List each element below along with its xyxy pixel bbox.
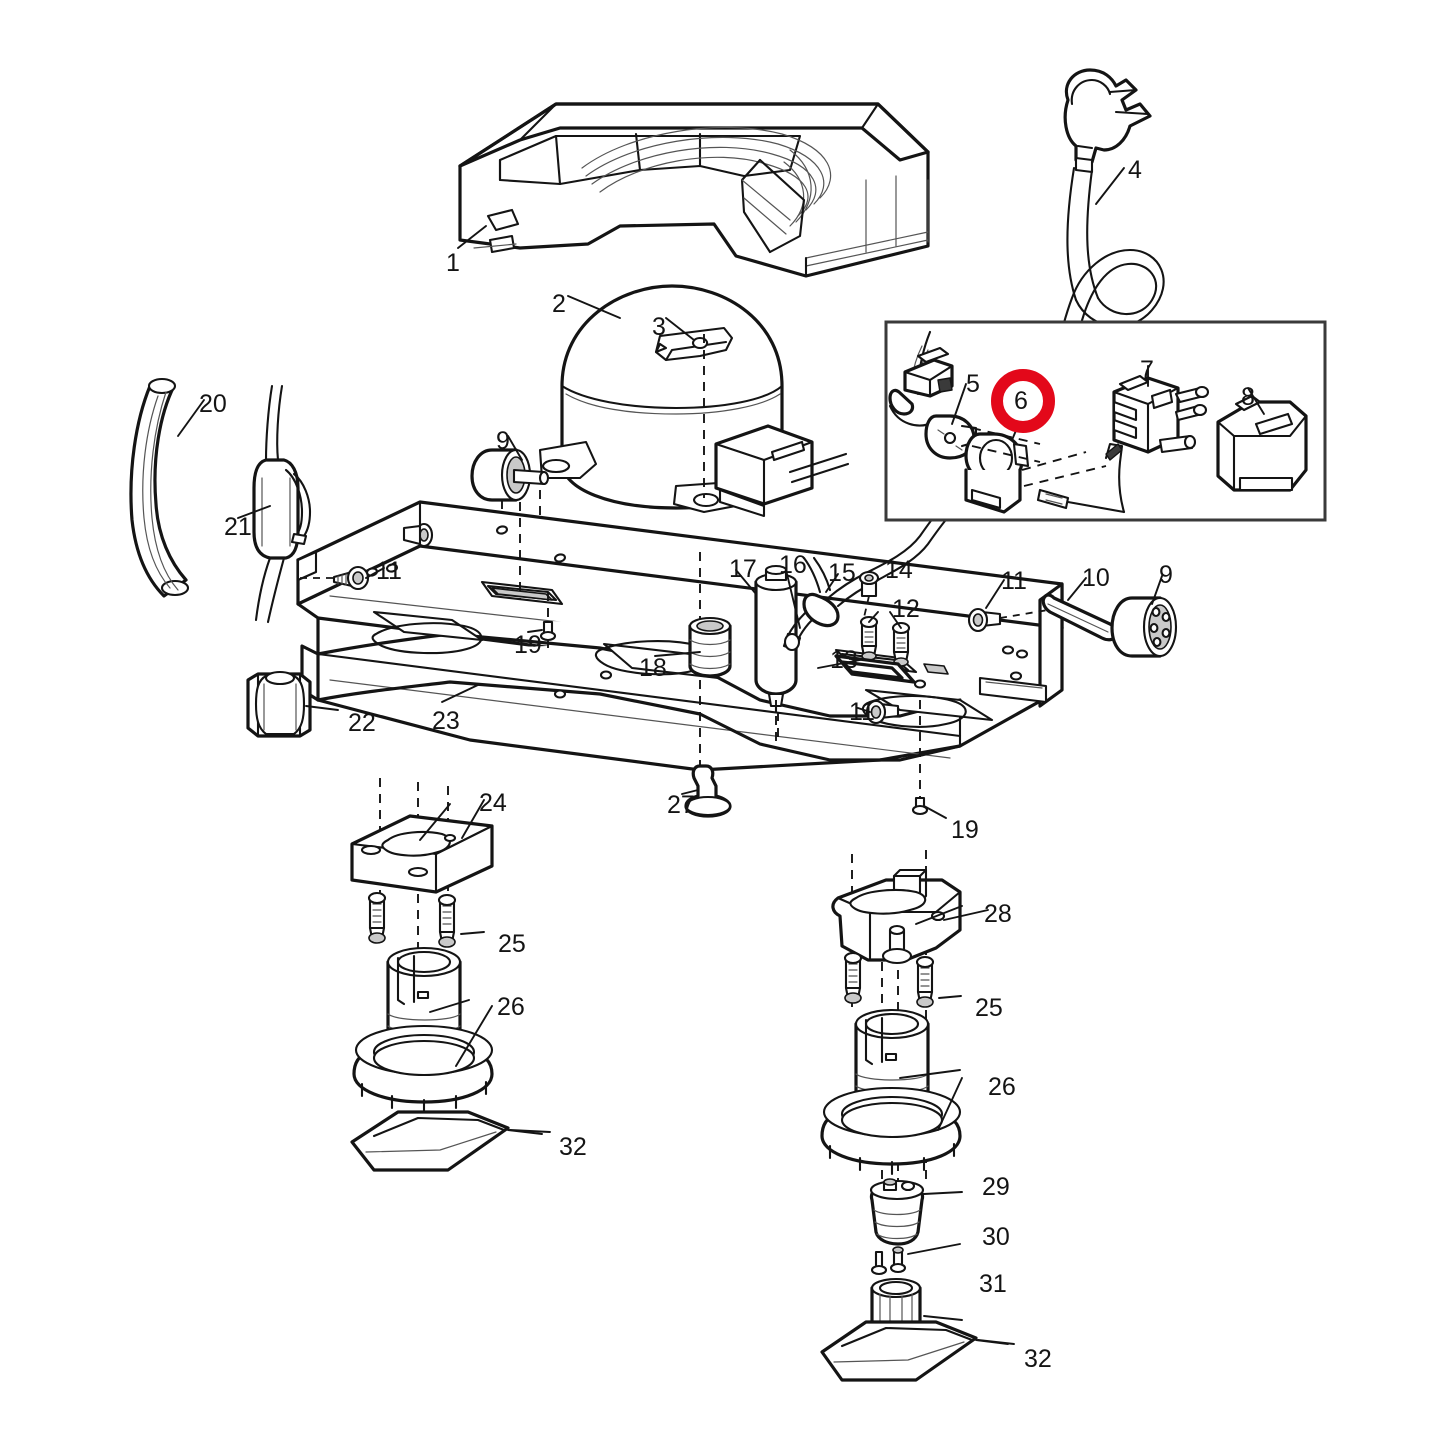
callout-31: 31	[979, 1270, 1007, 1298]
callout-25-a: 25	[498, 930, 526, 958]
callout-27: 27	[667, 791, 695, 819]
callout-32-b: 32	[1024, 1345, 1052, 1373]
callout-29: 29	[982, 1173, 1010, 1201]
callout-16: 16	[779, 551, 807, 579]
part-27-rubber-foot	[681, 764, 732, 818]
callout-24: 24	[479, 789, 507, 817]
highlight-ring-part-6	[991, 369, 1055, 433]
callout-19-a: 19	[514, 631, 542, 659]
callout-11-b: 11	[1001, 567, 1027, 595]
part-18-mounting-bush	[654, 616, 732, 678]
leader-lines	[177, 167, 1163, 1345]
callout-2: 2	[552, 290, 566, 318]
callout-9-right: 9	[1159, 561, 1173, 589]
lower-right-pump-assembly	[820, 850, 1009, 1382]
part-22-cable-clip	[246, 670, 312, 738]
callout-13: 13	[830, 646, 858, 674]
callout-22: 22	[348, 709, 376, 737]
callout-12: 12	[892, 595, 920, 623]
parts-14-15-16-tubing	[782, 488, 970, 652]
callout-18: 18	[639, 654, 667, 682]
callout-23: 23	[432, 707, 460, 735]
part-13-clamp-bracket	[817, 654, 949, 684]
callout-25-b: 25	[975, 994, 1003, 1022]
callout-26-a: 26	[497, 993, 525, 1021]
callout-8: 8	[1241, 383, 1255, 411]
callout-17: 17	[729, 555, 757, 583]
part-10-spacer-and-9	[1041, 593, 1178, 658]
callout-11-a: 11	[376, 557, 402, 585]
part-11-screws	[300, 522, 1061, 725]
callout-21: 21	[224, 513, 252, 541]
callout-6-highlighted: 6	[1014, 387, 1028, 415]
callout-10: 10	[1082, 564, 1110, 592]
callout-5: 5	[966, 370, 980, 398]
callout-15: 15	[828, 559, 856, 587]
inset-detail-box	[884, 320, 1327, 522]
part-21-drier	[252, 384, 312, 624]
callout-3: 3	[652, 313, 666, 341]
part-20-hose	[129, 377, 190, 598]
callout-20: 20	[199, 390, 227, 418]
callout-11-c: 11	[849, 698, 875, 726]
lower-left-pump-assembly	[350, 778, 543, 1172]
callout-14: 14	[885, 556, 913, 584]
callout-9-left: 9	[496, 427, 510, 455]
callout-30: 30	[982, 1223, 1010, 1251]
part-19-rivets	[527, 620, 947, 819]
callout-1: 1	[446, 249, 460, 277]
callout-26-b: 26	[988, 1073, 1016, 1101]
part-1-condenser-cover	[458, 102, 930, 278]
callout-4: 4	[1128, 156, 1142, 184]
callout-7: 7	[1140, 356, 1154, 384]
part-9-grommet-left	[470, 448, 550, 600]
callout-32-a: 32	[559, 1133, 587, 1161]
callout-19-b: 19	[951, 816, 979, 844]
part-2-compressor	[538, 284, 850, 518]
callout-28: 28	[984, 900, 1012, 928]
